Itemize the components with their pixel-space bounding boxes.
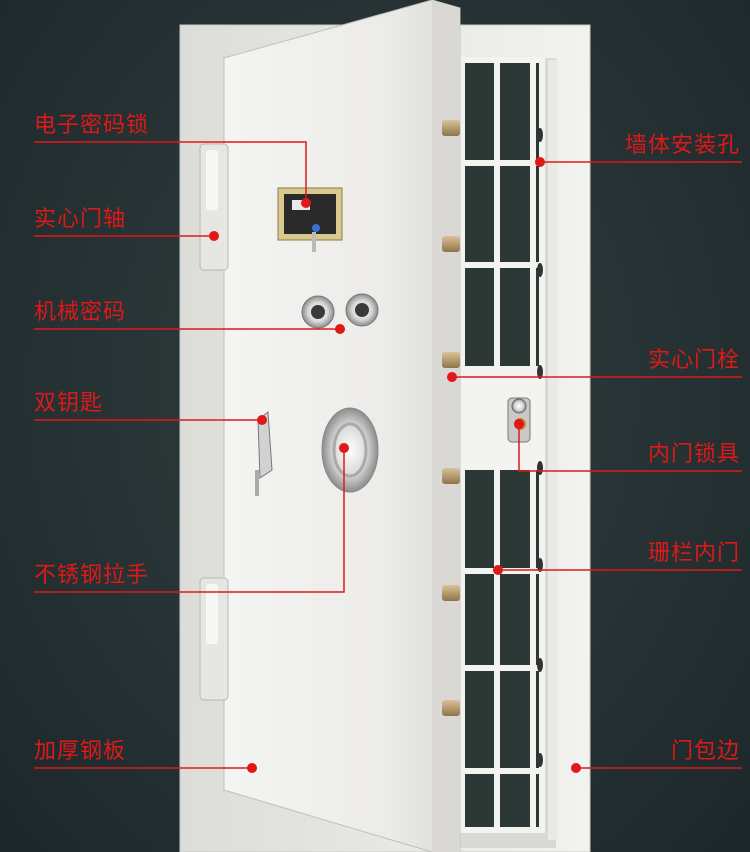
label-grille-door: 珊栏内门 bbox=[647, 541, 740, 566]
label-inner-lock: 内门锁具 bbox=[647, 442, 740, 467]
label-wall-holes: 墙体安装孔 bbox=[624, 133, 740, 158]
door-hinges bbox=[199, 143, 229, 701]
marker-dot-icon bbox=[535, 157, 545, 167]
label-electronic-lock: 电子密码锁 bbox=[34, 113, 150, 138]
marker-dot-icon bbox=[335, 324, 345, 334]
marker-dot-icon bbox=[571, 763, 581, 773]
label-handle: 不锈钢拉手 bbox=[34, 563, 150, 588]
key-lock bbox=[255, 411, 273, 496]
marker-dot-icon bbox=[493, 565, 503, 575]
label-dual-key: 双钥匙 bbox=[34, 391, 104, 416]
leader-line-icon bbox=[34, 448, 345, 593]
grille-inner-door bbox=[459, 57, 558, 840]
marker-dot-icon bbox=[514, 419, 524, 429]
leader-line-icon bbox=[518, 424, 742, 472]
door-bolts bbox=[442, 120, 460, 716]
combination-dials bbox=[301, 293, 379, 329]
label-bolts: 实心门栓 bbox=[647, 348, 740, 373]
label-hinge: 实心门轴 bbox=[34, 207, 127, 232]
marker-dot-icon bbox=[339, 443, 349, 453]
leader-line-icon bbox=[34, 141, 307, 200]
label-frame-edge: 门包边 bbox=[670, 739, 740, 764]
marker-dot-icon bbox=[301, 198, 311, 208]
marker-dot-icon bbox=[447, 372, 457, 382]
marker-dot-icon bbox=[247, 763, 257, 773]
label-steel-plate: 加厚钢板 bbox=[34, 739, 127, 764]
label-mechanical-combo: 机械密码 bbox=[34, 300, 127, 325]
stainless-handle bbox=[321, 407, 379, 493]
marker-dot-icon bbox=[257, 415, 267, 425]
marker-dot-icon bbox=[209, 231, 219, 241]
